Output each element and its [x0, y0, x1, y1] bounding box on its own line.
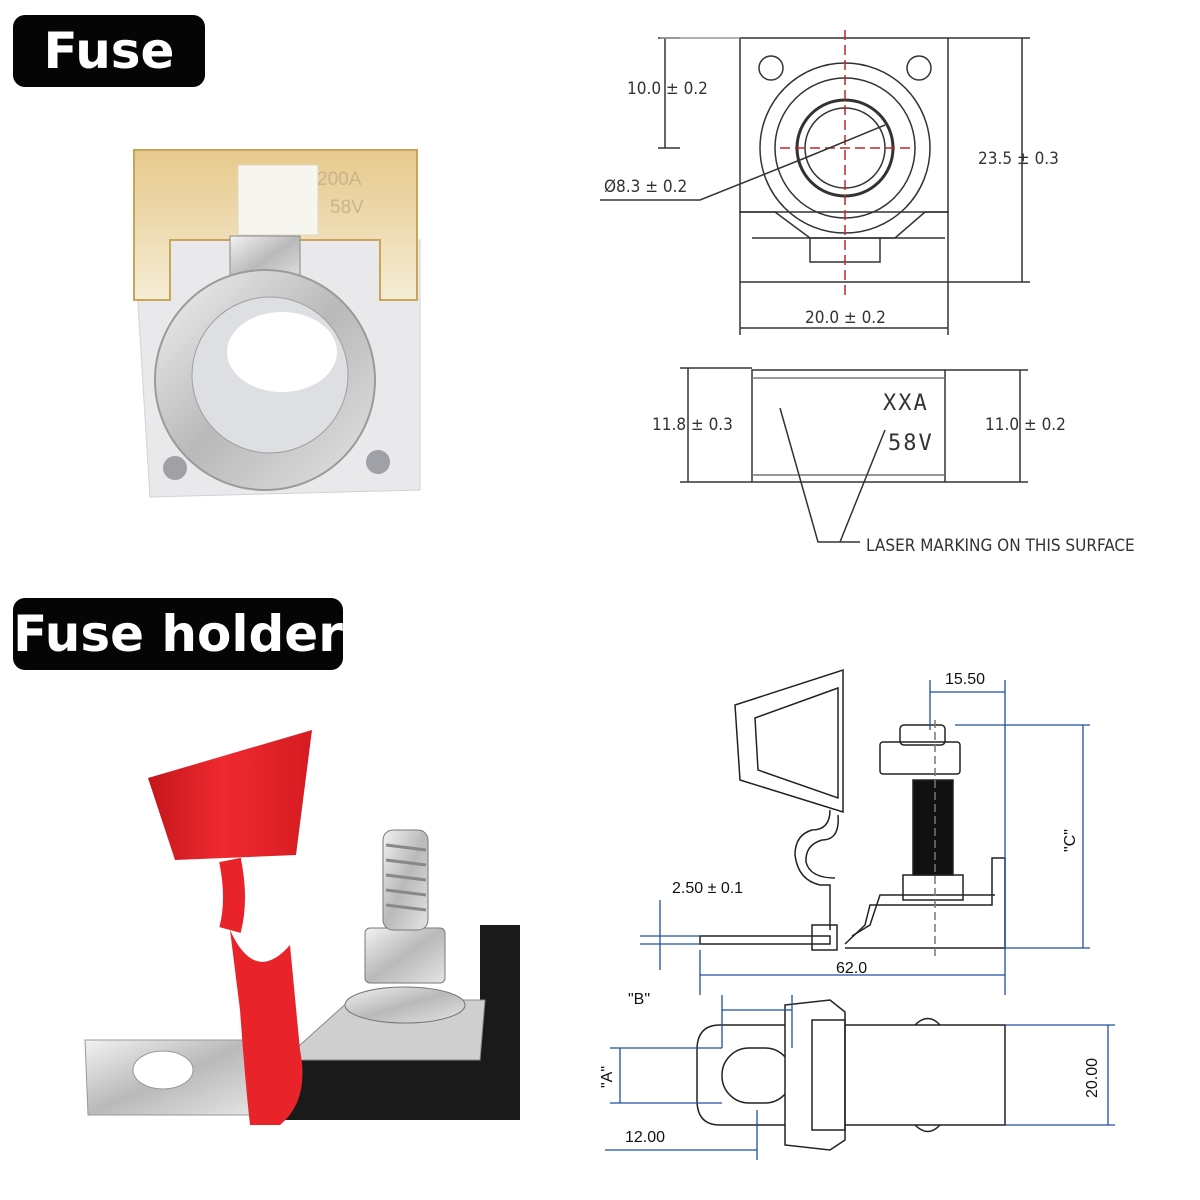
fuse-photo: 200A 58V — [133, 149, 421, 498]
dim-height-to-center: 10.0 ± 0.2 — [627, 79, 708, 99]
holder-red-cap — [148, 730, 312, 860]
dim-bore-diameter: Ø8.3 ± 0.2 — [604, 177, 687, 197]
fuse-voltage-text: 58V — [330, 197, 364, 218]
fuse-side-view-drawing — [680, 367, 1028, 543]
fuse-label-area — [237, 164, 319, 236]
dim-holder-length: 62.0 — [836, 960, 867, 977]
fuse-holder-top-drawing — [696, 999, 1006, 1151]
fuse-top-view-drawing — [600, 30, 1030, 335]
dim-right-thickness: 11.0 ± 0.2 — [985, 415, 1066, 435]
holder-red-strap — [230, 930, 303, 1125]
dim-holder-c: "C" — [1062, 829, 1079, 852]
fuse-holder-section-title: Fuse holder — [13, 598, 343, 670]
fuse-bore — [227, 312, 337, 392]
fuse-holder-top-dimension-text: "B" "A" 12.00 20.00 — [599, 991, 1101, 1146]
dim-holder-thickness: 2.50 ± 0.1 — [672, 880, 743, 897]
fuse-holder-photo — [84, 730, 520, 1125]
fuse-holder-dimension-text: 15.50 2.50 ± 0.1 62.0 "C" — [672, 671, 1079, 977]
dim-holder-hole: 12.00 — [625, 1129, 665, 1146]
marking-rating: XXA — [883, 391, 929, 416]
fuse-holder-top-dimension-lines — [605, 995, 1115, 1160]
holder-black-base — [270, 925, 520, 1120]
fuse-rating-text: 200A — [317, 169, 362, 190]
fuse-holder-side-drawing — [699, 668, 1006, 960]
holder-washer — [344, 986, 466, 1024]
holder-nut — [364, 927, 446, 984]
dim-holder-b: "B" — [628, 991, 650, 1008]
dim-left-thickness: 11.8 ± 0.3 — [652, 415, 733, 435]
fuse-side-view-text: XXA 58V 11.8 ± 0.3 11.0 ± 0.2 LASER MARK… — [652, 391, 1135, 556]
fuse-holder-dimension-lines — [640, 680, 1090, 995]
fuse-mount-hole-right — [366, 450, 390, 474]
fuse-top-view-dimensions: 10.0 ± 0.2 Ø8.3 ± 0.2 23.5 ± 0.3 20.0 ± … — [604, 79, 1059, 328]
dim-width: 20.0 ± 0.2 — [805, 308, 886, 328]
holder-bolt-thread — [385, 843, 427, 912]
marking-voltage: 58V — [888, 431, 934, 456]
fuse-section-title: Fuse — [13, 15, 205, 87]
holder-tab-hole — [132, 1050, 194, 1090]
dim-holder-width: 20.00 — [1084, 1058, 1101, 1098]
fuse-mount-hole-left — [163, 456, 187, 480]
dim-holder-top: 15.50 — [945, 671, 985, 688]
dim-holder-a: "A" — [599, 1066, 616, 1088]
dim-total-height: 23.5 ± 0.3 — [978, 149, 1059, 169]
laser-marking-note: LASER MARKING ON THIS SURFACE — [866, 536, 1135, 556]
